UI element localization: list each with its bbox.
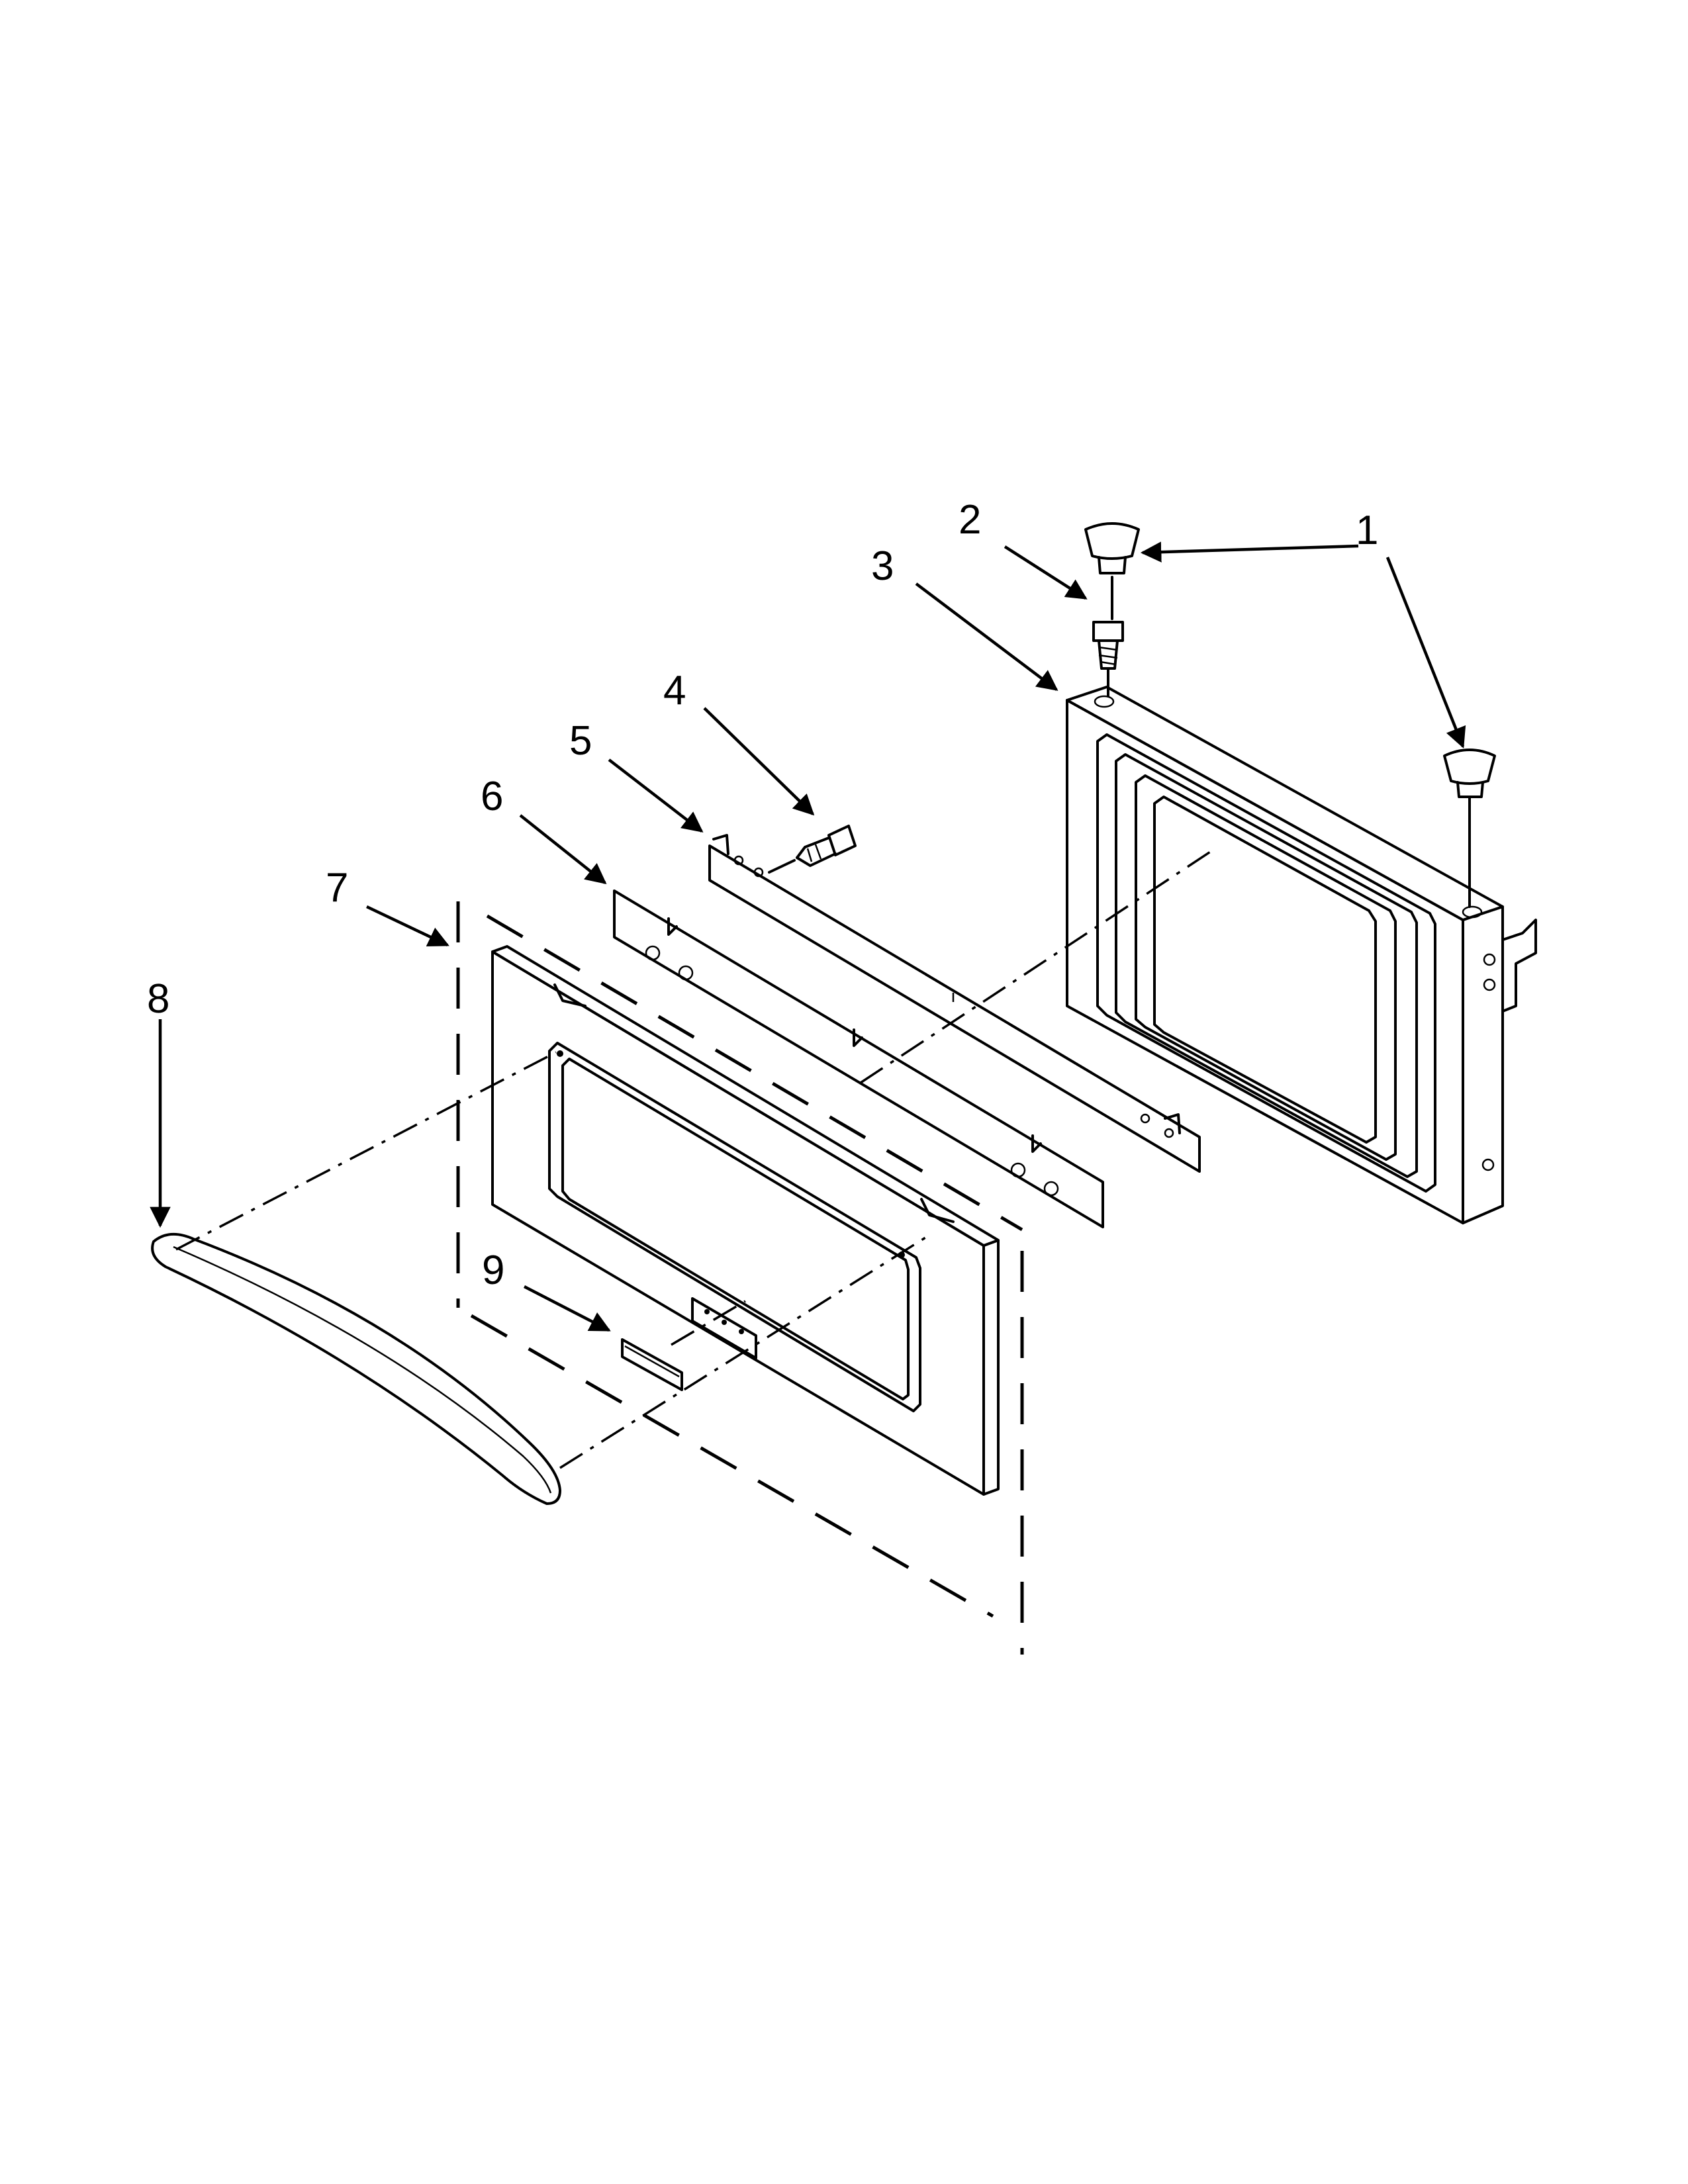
screw-4	[796, 825, 857, 867]
callout-4: 4	[663, 668, 686, 713]
door-handle	[151, 1232, 561, 1505]
callout-5: 5	[569, 718, 592, 764]
callout-labels: 1 2 3 4 5 6 7 8 9	[147, 497, 1378, 1293]
callout-6: 6	[481, 774, 503, 819]
plug-lower	[1443, 749, 1496, 798]
inner-door-frame	[1066, 686, 1537, 1224]
callout-9: 9	[482, 1248, 504, 1293]
callout-2: 2	[959, 497, 981, 543]
shield-sheet	[613, 889, 1104, 1228]
plug-upper	[1084, 522, 1140, 574]
callout-8: 8	[147, 976, 169, 1022]
panel-assembly-outline	[456, 901, 1024, 1655]
bracket-strip	[708, 834, 1201, 1173]
callout-1: 1	[1356, 508, 1378, 553]
outer-door-panel	[491, 945, 1000, 1496]
assembly-lines	[175, 847, 1216, 1469]
callout-7: 7	[326, 865, 348, 911]
nameplate-badge	[621, 1338, 683, 1391]
leader-arrows	[150, 541, 1466, 1332]
screw-upper	[1092, 621, 1124, 670]
callout-3: 3	[871, 543, 894, 589]
